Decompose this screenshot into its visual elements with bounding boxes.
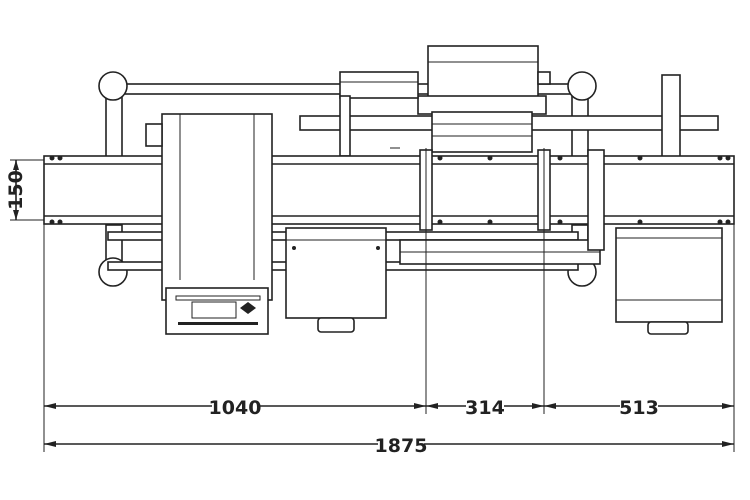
dimension-width: 150 [5,159,44,221]
reject-bin-middle [285,227,387,333]
conveyor [43,149,735,231]
caster-wheel-tr [567,71,597,101]
dimension-sections: 1040 314 513 [44,395,734,419]
dimension-overall: 1875 [44,433,734,457]
sealing-unit [339,45,551,157]
caster-wheel-tl [98,71,128,101]
side-details [145,123,605,251]
dimension-width-label: 150 [5,170,27,210]
control-cabinet [161,113,273,335]
reject-bin-right [615,227,723,335]
dimension-overall-label: 1875 [375,435,428,457]
extension-lines [43,148,735,452]
dimension-section-2-label: 314 [465,397,505,419]
dimension-section-3-label: 513 [619,397,659,419]
dimension-section-1-label: 1040 [209,397,262,419]
